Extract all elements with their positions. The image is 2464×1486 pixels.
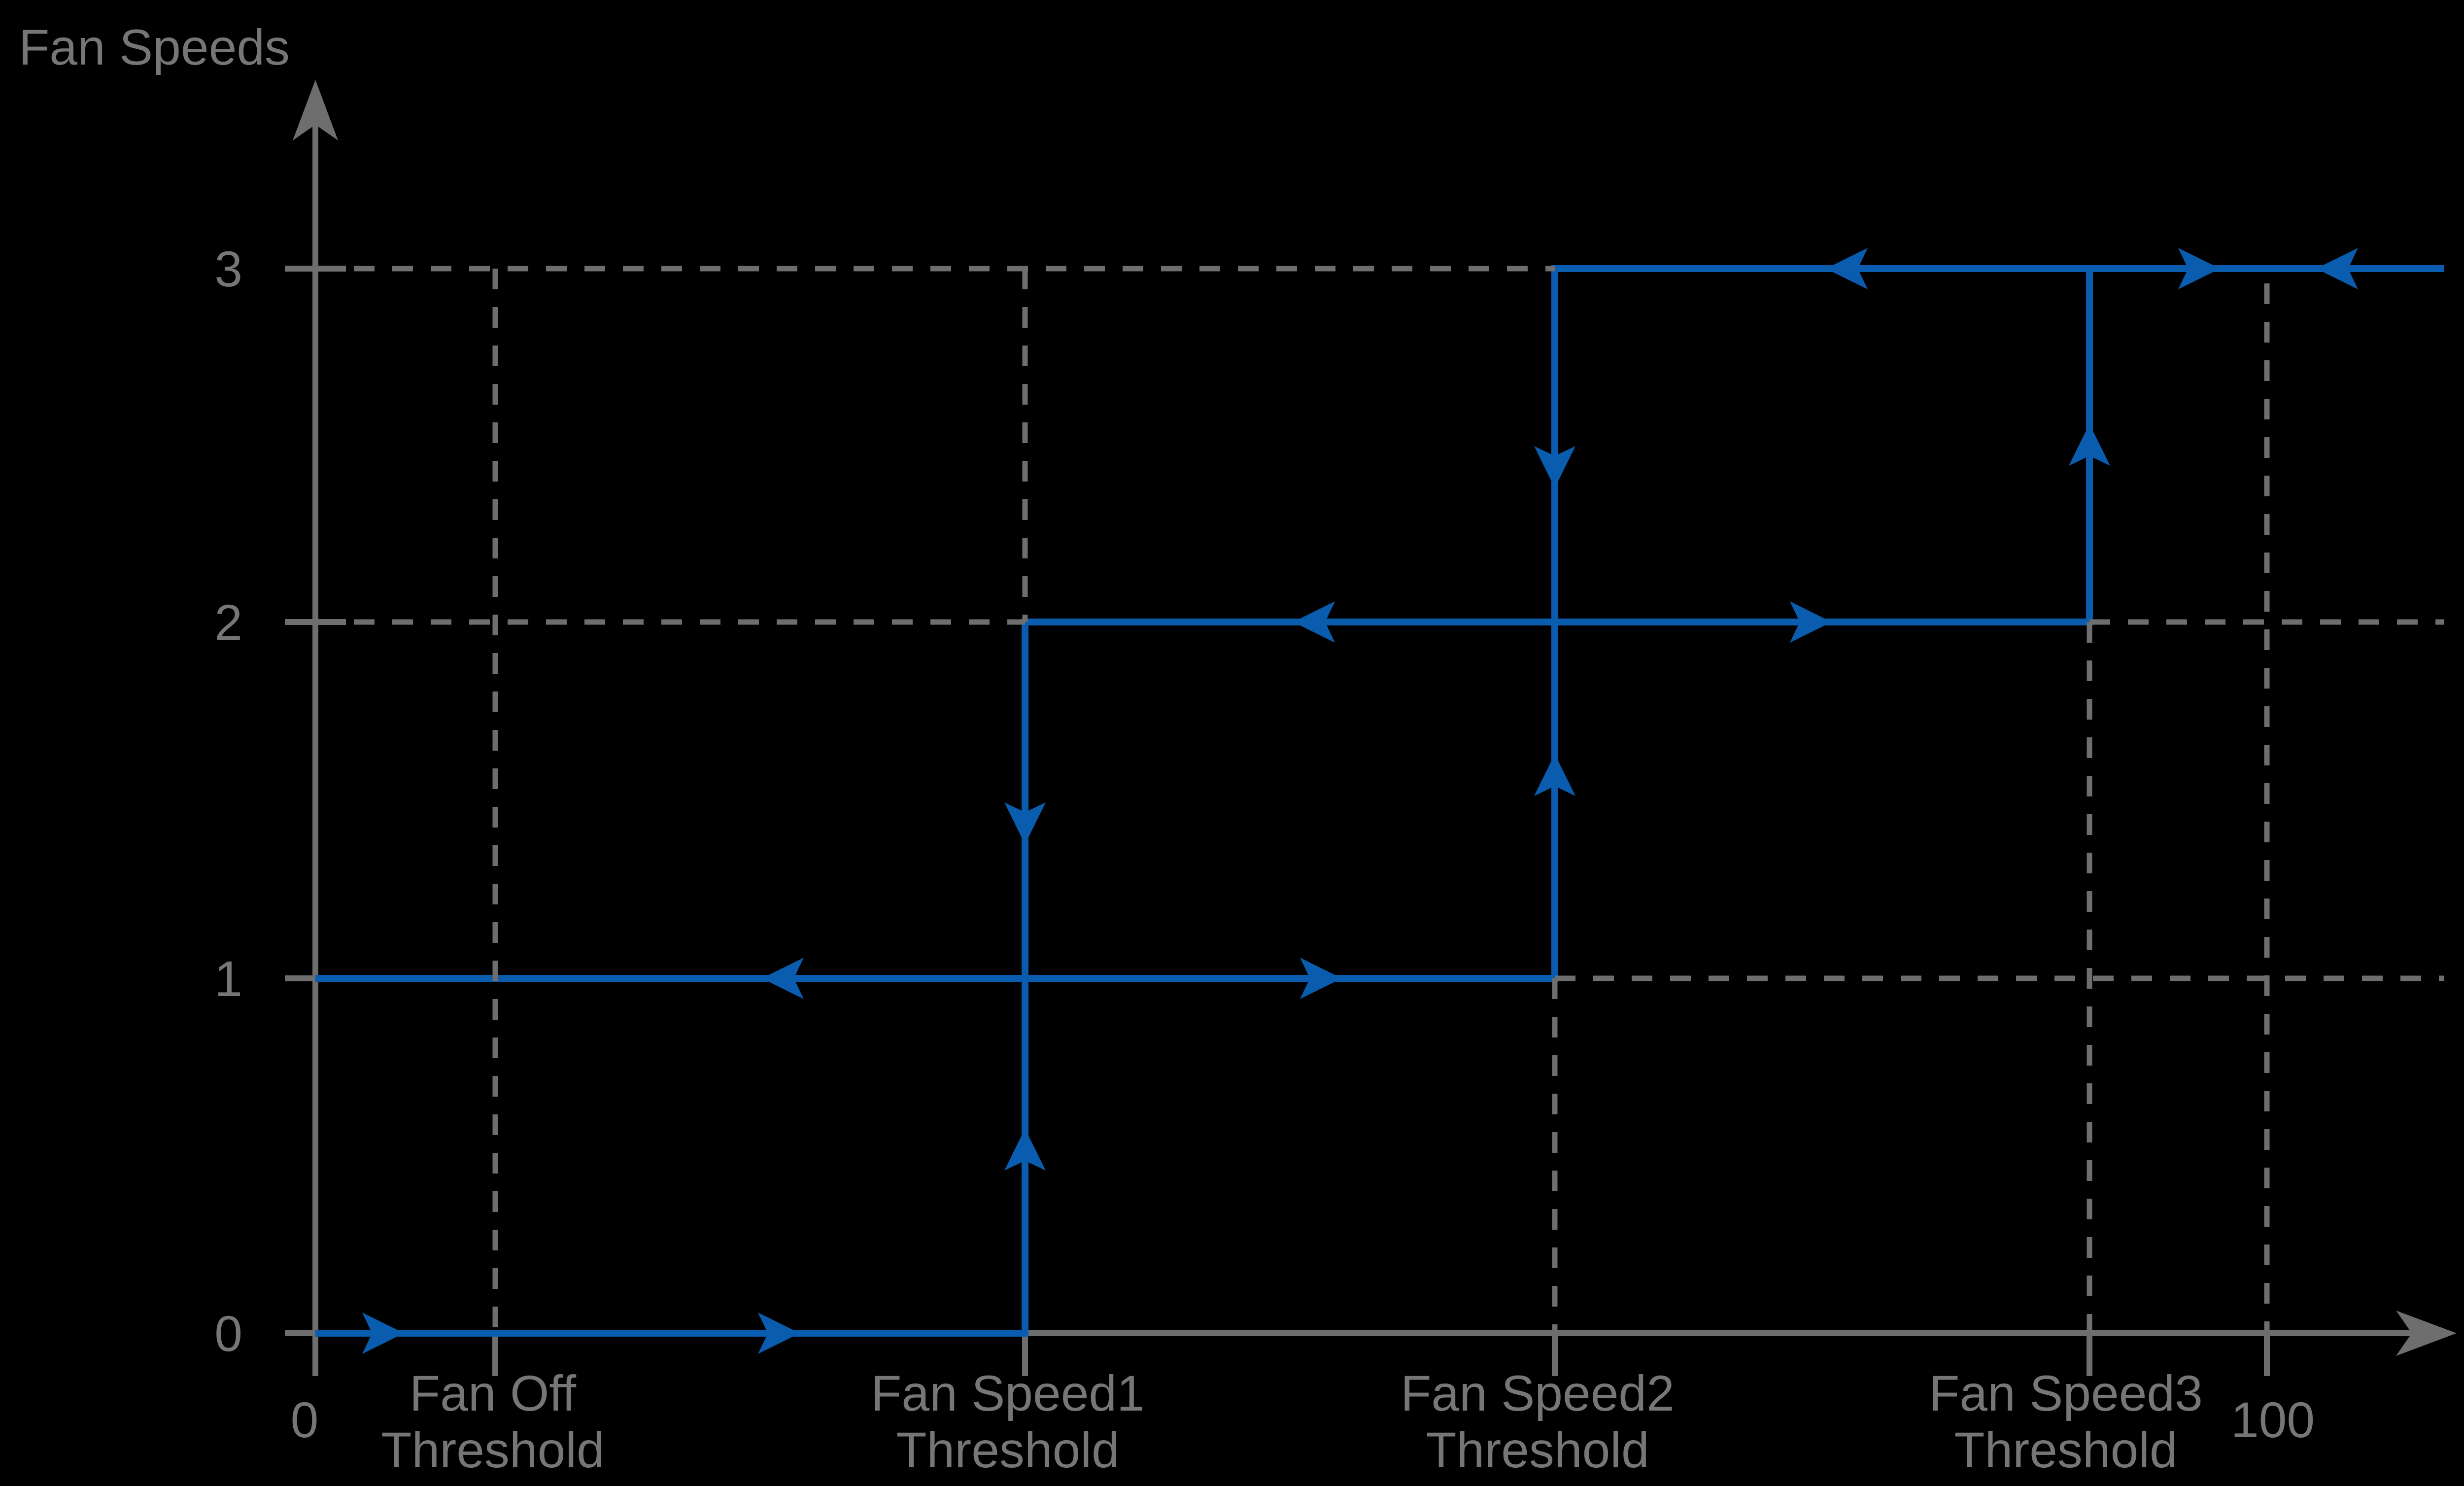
flow-arrows [362, 248, 2358, 1354]
arrow-left-speed2-icon [1293, 601, 1335, 643]
arrow-right-speed1-icon [1300, 958, 1342, 999]
y-axis-arrow-icon [293, 80, 338, 140]
arrow-down-speed2-fall-icon [1534, 446, 1575, 488]
arrow-up-speed3-rise-icon [2069, 424, 2110, 466]
axis-arrowheads [293, 80, 2457, 1356]
label-speed1-line1: Fan Speed1 [871, 1365, 1145, 1421]
arrow-right-speed2-icon [1790, 601, 1832, 643]
y-tick-label-3: 3 [214, 241, 242, 297]
label-fan-off-line1: Fan Off [410, 1365, 577, 1421]
label-speed2-line2: Threshold [1426, 1422, 1649, 1478]
y-tick-label-1: 1 [214, 951, 242, 1007]
arrow-up-speed1-rise-icon [1004, 1129, 1046, 1171]
labels: Fan Speeds 3 2 1 0 0 100 Fan Off Thresho… [19, 19, 2315, 1478]
y-tick-label-0: 0 [214, 1306, 242, 1362]
label-speed3-line2: Threshold [1954, 1422, 2178, 1478]
label-speed2-line1: Fan Speed2 [1401, 1365, 1675, 1421]
hysteresis-path [315, 265, 2444, 1337]
x-axis-arrow-icon [2396, 1311, 2457, 1356]
arrow-left-speed3-a-icon [1826, 248, 1868, 289]
x-tick-label-100: 100 [2231, 1392, 2315, 1448]
arrow-right-speed0-a-icon [362, 1313, 404, 1354]
grid-dashed [315, 266, 2444, 1333]
arrow-up-speed2-rise-icon [1534, 754, 1575, 796]
x-tick-label-0: 0 [291, 1392, 319, 1448]
axes [285, 121, 2417, 1376]
arrow-right-speed3-icon [2178, 248, 2220, 289]
label-speed1-line2: Threshold [896, 1422, 1120, 1478]
arrow-left-speed3-b-icon [2316, 248, 2358, 289]
arrow-right-speed0-b-icon [758, 1313, 800, 1354]
arrow-down-speed1-fall-icon [1004, 802, 1046, 844]
label-fan-off-line2: Threshold [381, 1422, 605, 1478]
y-axis-title: Fan Speeds [19, 19, 290, 75]
label-speed3-line1: Fan Speed3 [1929, 1365, 2203, 1421]
arrow-left-speed1-icon [762, 958, 804, 999]
y-tick-label-2: 2 [214, 594, 242, 651]
